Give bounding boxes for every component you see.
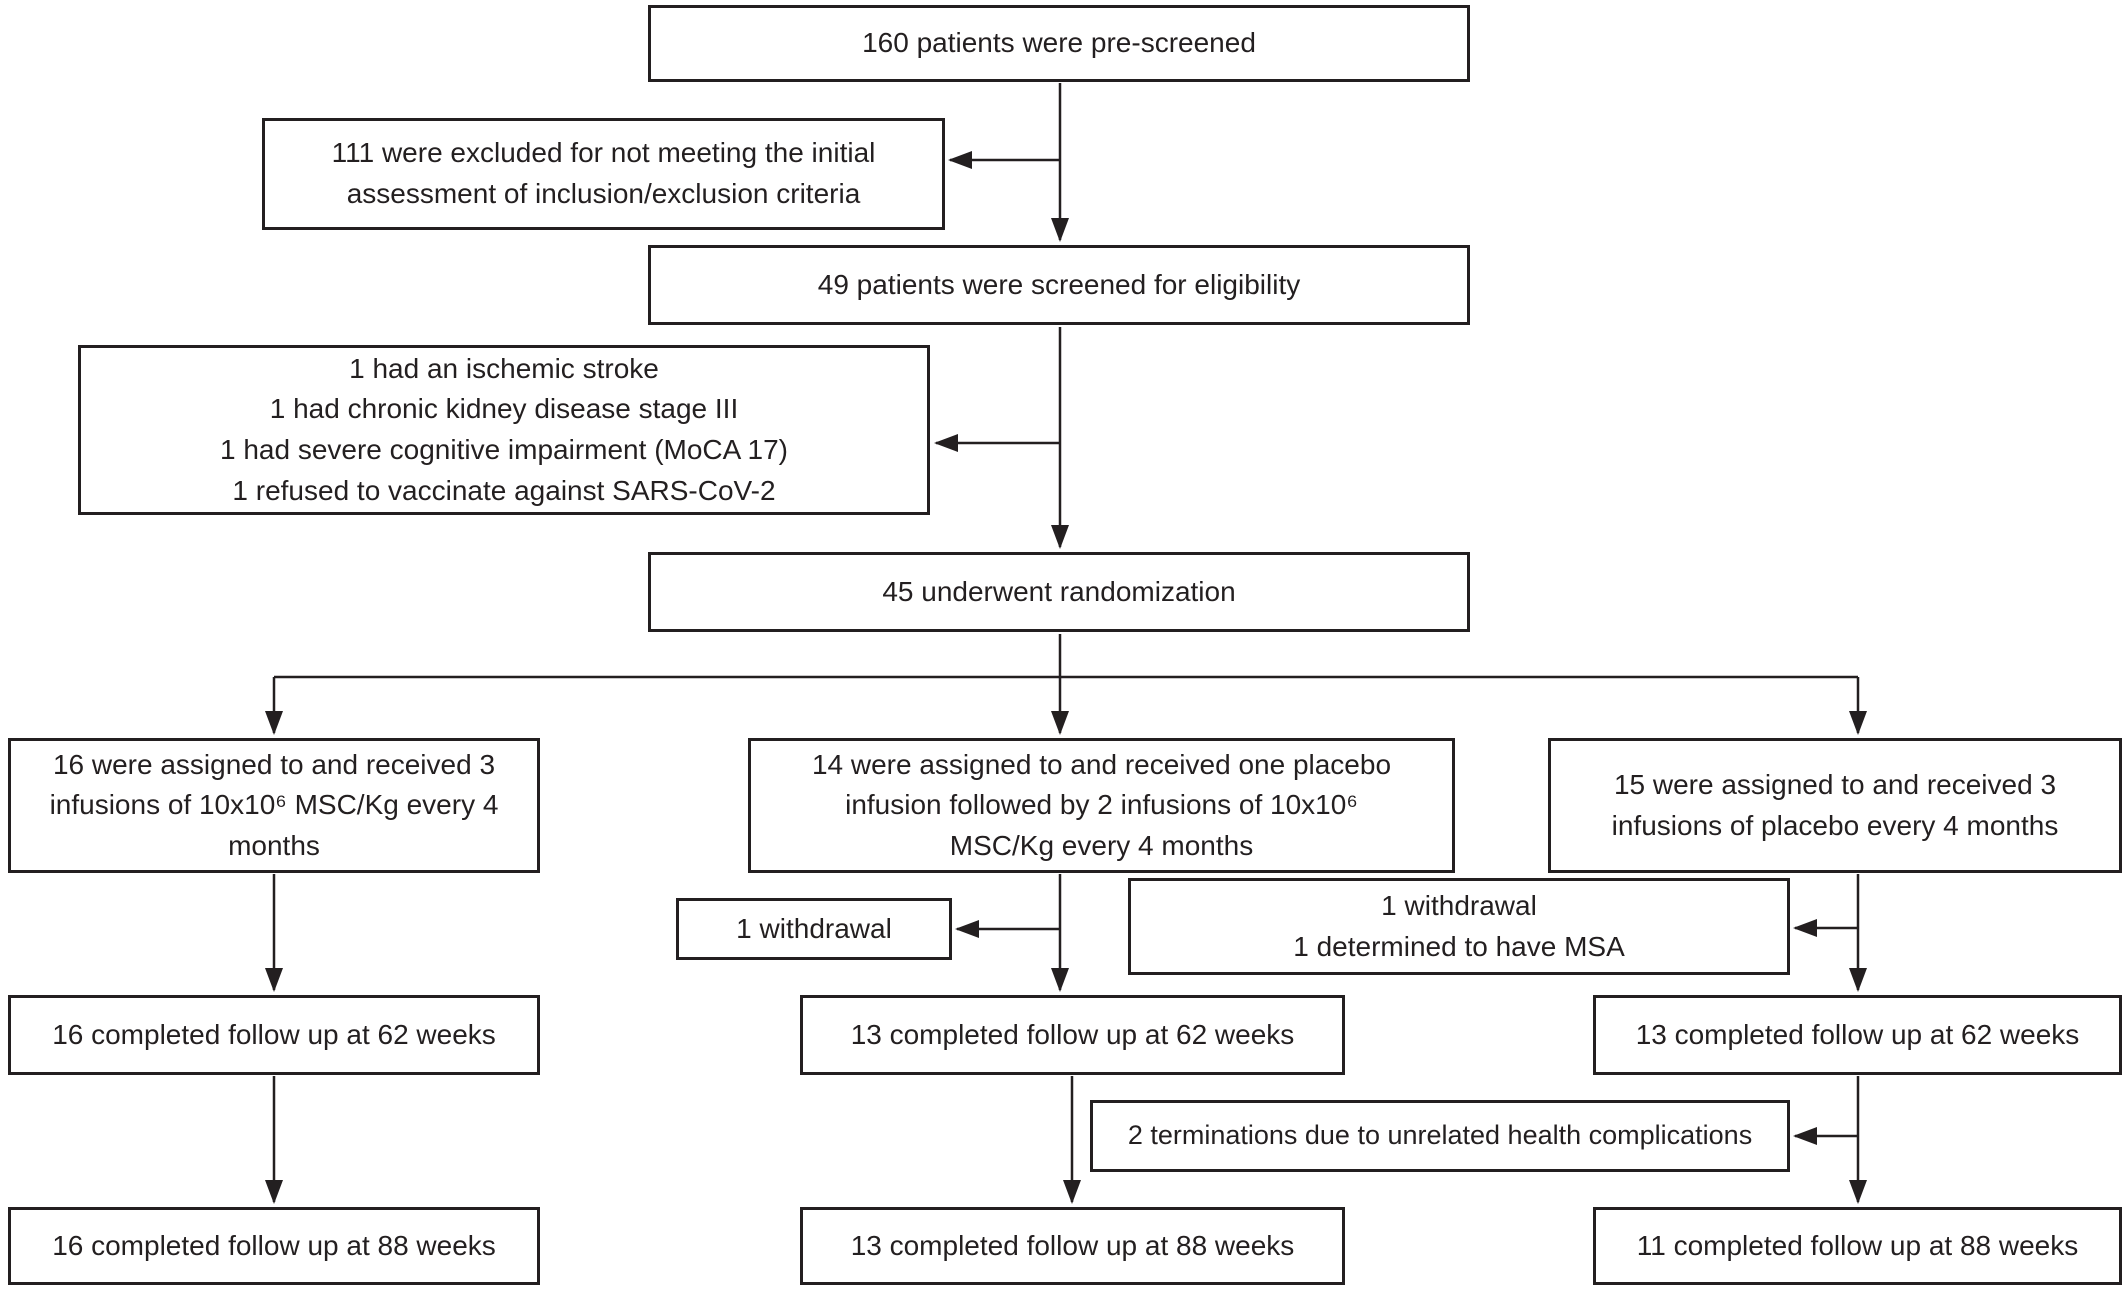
box-fu88-mid-text: 13 completed follow up at 88 weeks (850, 1229, 1295, 1261)
box-withdrawal-msa-text: 1 withdrawal 1 determined to have MSA (1293, 889, 1625, 962)
box-fu62-left-text: 16 completed follow up at 62 weeks (52, 1018, 496, 1050)
box-fu62-mid-text: 13 completed follow up at 62 weeks (850, 1018, 1295, 1050)
box-fu88-left: 16 completed follow up at 88 weeks (8, 1207, 540, 1285)
box-randomized-text: 45 underwent randomization (882, 575, 1236, 607)
box-randomized: 45 underwent randomization (648, 552, 1470, 632)
box-terminations: 2 terminations due to unrelated health c… (1090, 1100, 1790, 1172)
randomization-split-line (274, 634, 1858, 679)
box-excluded-initial-text: 111 were excluded for not meeting the in… (331, 137, 876, 209)
box-fu88-mid: 13 completed follow up at 88 weeks (800, 1207, 1345, 1285)
box-fu88-right-text: 11 completed follow up at 88 weeks (1636, 1229, 2079, 1261)
box-screened: 49 patients were screened for eligibilit… (648, 245, 1470, 325)
box-arm-placebo-msc-text: 14 were assigned to and received one pla… (811, 748, 1392, 861)
box-arm-placebo-text: 15 were assigned to and received 3 infus… (1611, 768, 2059, 841)
box-withdrawal-mid: 1 withdrawal (676, 898, 952, 960)
box-arm-placebo: 15 were assigned to and received 3 infus… (1548, 738, 2122, 873)
box-excluded-initial: 111 were excluded for not meeting the in… (262, 118, 945, 230)
box-arm-msc: 16 were assigned to and received 3 infus… (8, 738, 540, 873)
box-terminations-text: 2 terminations due to unrelated health c… (1127, 1120, 1753, 1151)
box-fu62-left: 16 completed follow up at 62 weeks (8, 995, 540, 1075)
box-fu62-right: 13 completed follow up at 62 weeks (1593, 995, 2122, 1075)
box-excluded-screening: 1 had an ischemic stroke 1 had chronic k… (78, 345, 930, 515)
box-withdrawal-mid-text: 1 withdrawal (736, 912, 892, 944)
box-prescreened-text: 160 patients were pre-screened (862, 27, 1256, 59)
box-fu62-right-text: 13 completed follow up at 62 weeks (1635, 1018, 2080, 1050)
box-fu88-left-text: 16 completed follow up at 88 weeks (52, 1229, 496, 1261)
box-prescreened: 160 patients were pre-screened (648, 5, 1470, 82)
box-fu62-mid: 13 completed follow up at 62 weeks (800, 995, 1345, 1075)
box-screened-text: 49 patients were screened for eligibilit… (817, 268, 1301, 300)
box-withdrawal-msa: 1 withdrawal 1 determined to have MSA (1128, 878, 1790, 975)
box-arm-placebo-msc: 14 were assigned to and received one pla… (748, 738, 1455, 873)
box-fu88-right: 11 completed follow up at 88 weeks (1593, 1207, 2122, 1285)
box-excluded-screening-text: 1 had an ischemic stroke 1 had chronic k… (219, 352, 789, 506)
box-arm-msc-text: 16 were assigned to and received 3 infus… (49, 748, 499, 861)
